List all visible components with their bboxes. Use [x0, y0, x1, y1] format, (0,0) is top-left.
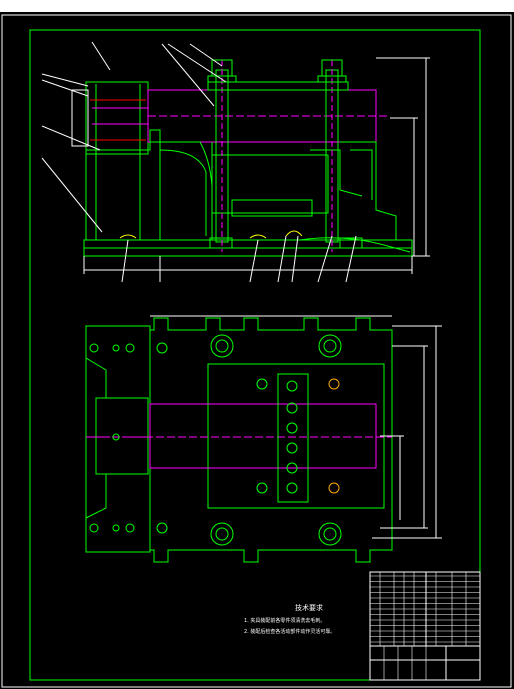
front-view — [41, 41, 430, 283]
hole-group-green — [89, 334, 342, 546]
technical-requirement-item-2: 2. 装配后检查各活动部件动作灵活可靠。 — [244, 629, 336, 635]
title-block-rows — [370, 572, 480, 680]
shaft-top-view — [149, 403, 377, 469]
press-plate — [207, 81, 349, 91]
hole-group-orange — [328, 378, 340, 494]
bushing — [85, 81, 149, 155]
drawing-sheet — [1, 14, 512, 688]
technical-requirement-item-1: 1. 夹具装配前各零件须清洗去毛刺。 — [244, 618, 326, 624]
technical-requirements: 技术要求 1. 夹具装配前各零件须清洗去毛刺。 2. 装配后检查各活动部件动作灵… — [244, 603, 364, 638]
support-body — [150, 141, 397, 240]
window-top-strip — [0, 0, 514, 12]
drawing-frame — [29, 29, 481, 681]
outer-border — [1, 14, 512, 688]
title-block — [369, 571, 481, 681]
locating-strip — [277, 373, 309, 503]
left-bracket — [85, 129, 161, 241]
table-plate — [149, 317, 393, 563]
technical-requirements-title: 技术要求 — [295, 604, 323, 612]
top-view — [85, 315, 442, 563]
